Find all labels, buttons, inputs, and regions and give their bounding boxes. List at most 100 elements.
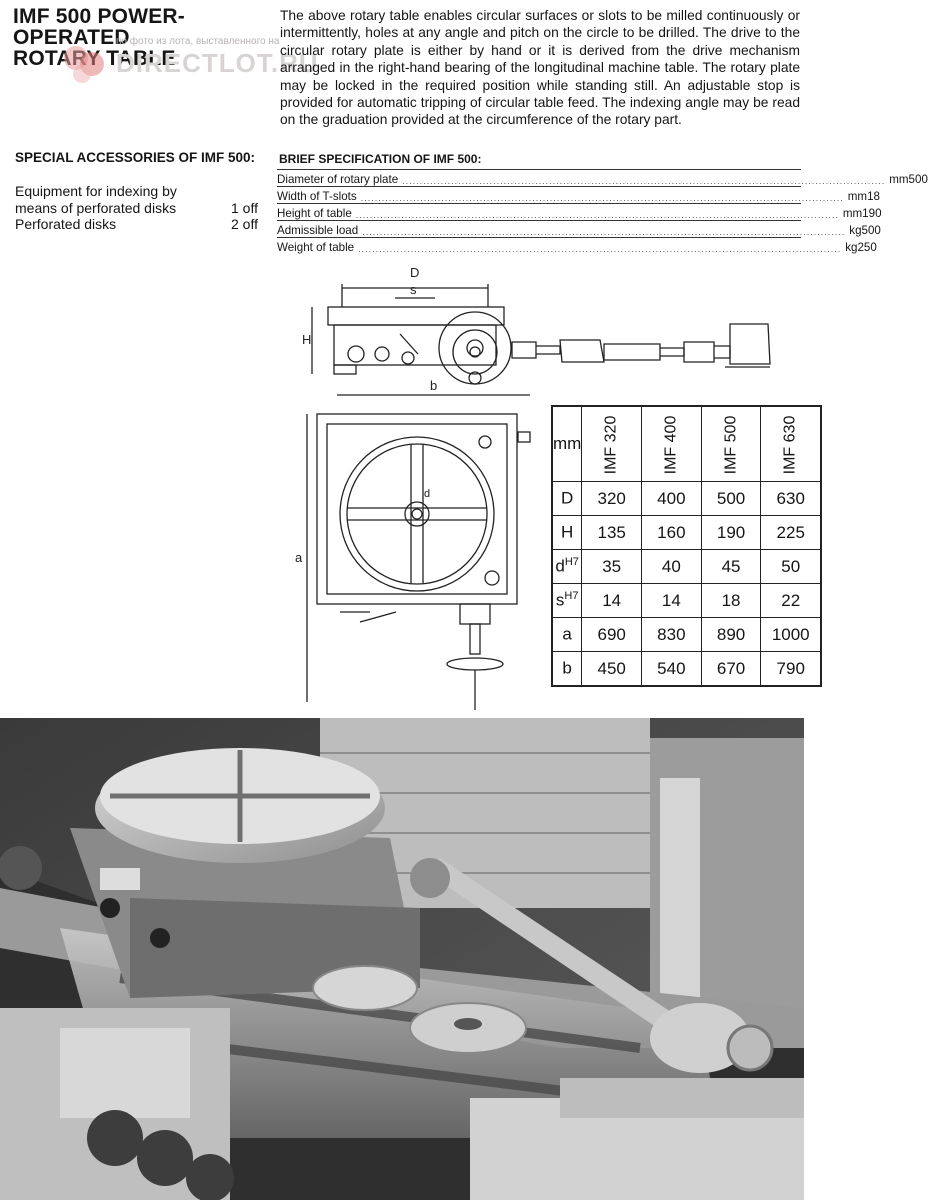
label-D: D	[410, 265, 419, 280]
model-header: IMF 630	[760, 405, 822, 482]
dimension-row: b 450 540 670 790	[551, 651, 822, 687]
spec-row: Admissible load ........................…	[277, 220, 881, 237]
dimension-corner: mm	[551, 405, 583, 482]
model-header: IMF 400	[641, 405, 702, 482]
spec-name: Weight of table	[277, 241, 355, 254]
accessory-item: Perforated disks 2 off	[15, 216, 258, 233]
dimension-table: mm IMF 320 IMF 400 IMF 500 IMF 630 D 320…	[551, 405, 823, 687]
dimension-cell: 890	[700, 617, 762, 652]
watermark-caption: по фото из лота, выставленного на	[116, 36, 280, 47]
dimension-cell: 190	[700, 515, 762, 550]
dimension-cell: 135	[581, 515, 643, 550]
spec-value: 500	[908, 173, 928, 186]
leader-dots: ........................................…	[402, 176, 886, 186]
model-name: IMF 630	[781, 415, 799, 475]
spec-value: 250	[857, 241, 877, 254]
dimension-cell: 500	[700, 481, 762, 516]
spec-unit: kg	[845, 241, 858, 254]
accessory-qty: 1 off	[231, 199, 258, 216]
accessories-list: Equipment for indexing by means of perfo…	[15, 183, 258, 233]
leader-dots: ........................................…	[362, 227, 846, 237]
spec-name: Admissible load	[277, 224, 359, 237]
accessory-line: Equipment for indexing by	[15, 183, 177, 199]
accessory-qty: 2 off	[231, 216, 258, 232]
leader-dots: ........................................…	[355, 210, 839, 220]
label-s: s	[410, 282, 417, 297]
dimension-cell: 670	[700, 651, 762, 687]
watermark: по фото из лота, выставленного на DIRECT…	[58, 34, 388, 94]
accessory-name: means of perforated disks	[15, 199, 177, 216]
technical-drawing: D s H b a d	[295, 265, 771, 710]
dimension-cell: 45	[700, 549, 762, 584]
spec-value: 190	[862, 207, 882, 220]
leader-dots: ........................................…	[360, 193, 844, 203]
spec-table: Diameter of rotary plate ...............…	[277, 169, 928, 254]
title-line: IMF 500 POWER-	[13, 5, 185, 28]
dimension-cell: 830	[641, 617, 702, 652]
dimension-row: H 135 160 190 225	[551, 515, 822, 550]
dimension-row: sH7 14 14 18 22	[551, 583, 822, 618]
spec-unit: mm	[847, 190, 868, 203]
model-name: IMF 400	[662, 415, 680, 475]
dimension-cell: 540	[641, 651, 702, 687]
dimension-header-row: mm IMF 320 IMF 400 IMF 500 IMF 630	[551, 405, 822, 482]
side-view: D s H	[302, 265, 771, 385]
label-b: b	[430, 378, 437, 393]
spec-name: Width of T-slots	[277, 190, 357, 203]
model-name: IMF 320	[602, 415, 620, 475]
dimension-cell: 14	[641, 583, 702, 618]
watermark-brand: DIRECTLOT.RU	[116, 48, 319, 78]
accessory-name: Perforated disks	[15, 216, 117, 232]
spec-value: 500	[861, 224, 881, 237]
dimension-cell: 18	[700, 583, 762, 618]
dimension-label: sH7	[551, 583, 583, 618]
dimension-cell: 790	[760, 651, 822, 687]
spec-row: Diameter of rotary plate ...............…	[277, 169, 928, 186]
dimension-label: a	[551, 617, 583, 652]
accessories-heading: SPECIAL ACCESSORIES OF IMF 500:	[15, 150, 256, 165]
dimension-row: a 690 830 890 1000	[551, 617, 822, 652]
page-title: IMF 500 POWER- OPERATED ROTARY TABLE	[13, 6, 273, 69]
dimension-cell: 400	[641, 481, 702, 516]
top-view: b a d	[295, 378, 531, 710]
dimension-cell: 630	[760, 481, 822, 516]
model-name: IMF 500	[722, 415, 740, 475]
label-a: a	[295, 550, 303, 565]
spec-unit: mm	[889, 173, 909, 186]
spec-name: Height of table	[277, 207, 352, 220]
leader-dots: ........................................…	[358, 244, 842, 254]
dimension-cell: 40	[641, 549, 702, 584]
machine-photo	[0, 718, 804, 1200]
dimension-label: dH7	[551, 549, 583, 584]
dimension-cell: 35	[581, 549, 643, 584]
dimension-row: dH7 35 40 45 50	[551, 549, 822, 584]
model-header: IMF 320	[581, 405, 643, 482]
title-line: OPERATED	[13, 26, 130, 49]
dimension-cell: 160	[641, 515, 702, 550]
dimension-row: D 320 400 500 630	[551, 481, 822, 516]
dimension-cell: 14	[581, 583, 643, 618]
dimension-cell: 1000	[760, 617, 822, 652]
spec-row: Height of table ........................…	[277, 203, 882, 220]
dimension-cell: 50	[760, 549, 822, 584]
label-H: H	[302, 332, 311, 347]
dimension-cell: 22	[760, 583, 822, 618]
spec-value: 18	[867, 190, 880, 203]
spec-heading: BRIEF SPECIFICATION OF IMF 500:	[279, 152, 482, 166]
spec-unit: mm	[842, 207, 863, 220]
dimension-cell: 690	[581, 617, 643, 652]
dimension-cell: 450	[581, 651, 643, 687]
label-d: d	[424, 488, 430, 500]
dimension-label: D	[551, 481, 583, 516]
model-header: IMF 500	[700, 405, 762, 482]
dimension-cell: 320	[581, 481, 643, 516]
accessory-item: means of perforated disks 1 off	[15, 200, 258, 217]
watermark-logo	[64, 46, 104, 83]
intro-paragraph: The above rotary table enables circular …	[280, 8, 800, 128]
dimension-cell: 225	[760, 515, 822, 550]
spec-row: Width of T-slots .......................…	[277, 186, 880, 203]
dimension-label: H	[551, 515, 583, 550]
dimension-label: b	[551, 651, 583, 687]
spec-unit: kg	[849, 224, 862, 237]
spec-row: Weight of table ........................…	[277, 237, 877, 254]
